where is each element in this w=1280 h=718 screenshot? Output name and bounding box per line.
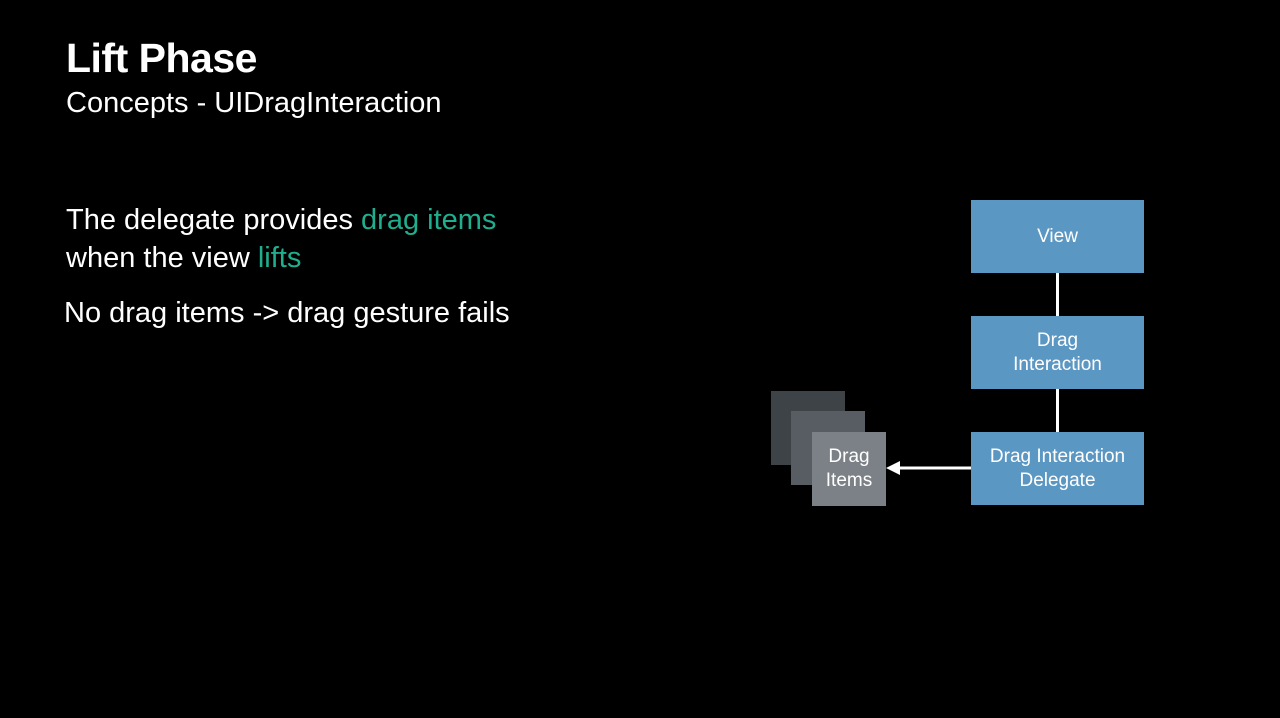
drag-item-card-front: Drag Items [812, 432, 886, 506]
label-line: Items [825, 470, 873, 491]
bullet-text: when the view [66, 242, 258, 274]
label-line: Drag [1036, 329, 1079, 351]
bullet-text: The delegate provides [66, 204, 362, 236]
bullet-line-2: when the view lifts [66, 239, 496, 277]
label-line: Drag Interaction [989, 445, 1126, 467]
bullet-line-1: The delegate provides drag items [66, 201, 496, 239]
connector-view-interaction [1056, 273, 1059, 316]
label-line: Drag [828, 446, 870, 467]
drag-interaction-delegate-box: Drag Interaction Delegate [971, 432, 1144, 505]
drag-interaction-label: Drag Interaction [1013, 329, 1102, 377]
connector-interaction-delegate [1056, 389, 1059, 432]
drag-items-label: Drag Items [826, 445, 872, 493]
drag-interaction-box: Drag Interaction [971, 316, 1144, 389]
view-label: View [1037, 225, 1078, 247]
slide-title: Lift Phase [66, 35, 257, 81]
label-line: Interaction [1013, 353, 1102, 375]
arrow-delegate-to-items [886, 461, 971, 475]
drag-interaction-delegate-label: Drag Interaction Delegate [990, 445, 1125, 493]
bullet-line-3: No drag items -> drag gesture fails [64, 297, 510, 329]
slide-subtitle: Concepts - UIDragInteraction [66, 87, 442, 119]
highlight-text: drag items [361, 204, 497, 236]
highlight-text: lifts [257, 242, 302, 274]
view-box: View [971, 200, 1144, 273]
label-line: Delegate [1019, 469, 1096, 491]
bullet-list: The delegate provides drag items when th… [66, 201, 496, 277]
arrow-head [886, 461, 900, 475]
